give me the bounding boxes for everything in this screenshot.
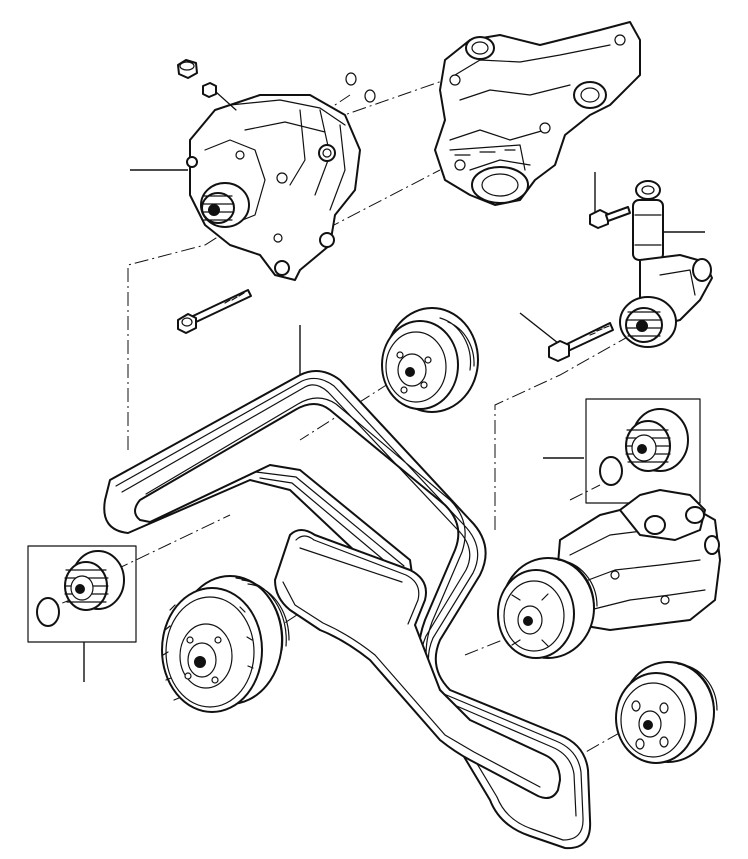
crankshaft-pulley [161, 575, 290, 713]
alternator [186, 94, 361, 281]
engine-bracket [434, 21, 641, 206]
callout-leaders [83, 169, 705, 682]
idler-pulley-left [27, 545, 137, 643]
tensioner-bolt-long [548, 322, 614, 362]
alternator-fasteners [177, 59, 376, 111]
belt-tensioner [619, 180, 713, 348]
tensioner-bolt-small [589, 206, 631, 229]
ac-compressor [497, 489, 721, 659]
idler-pulley-upper [585, 398, 701, 504]
alternator-bolt [177, 289, 252, 334]
power-steering-pulley [615, 661, 718, 764]
drive-belt-short [274, 529, 561, 799]
water-pump-pulley [381, 307, 479, 413]
